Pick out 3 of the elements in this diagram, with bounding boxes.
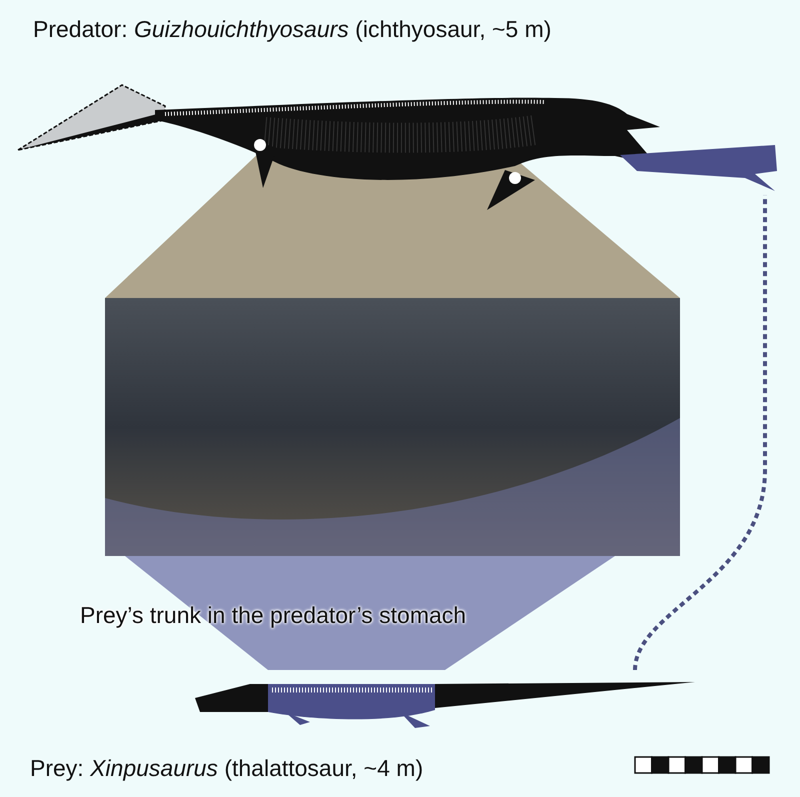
stomach-caption: Prey’s trunk in the predator’s stomach xyxy=(80,602,466,628)
prey-caption: Prey: Xinpusaurus (thalattosaur, ~4 m) xyxy=(30,755,424,782)
predator-caption: Predator: Guizhouichthyosaurs (ichthyosaur, ~5 m) xyxy=(33,16,552,42)
